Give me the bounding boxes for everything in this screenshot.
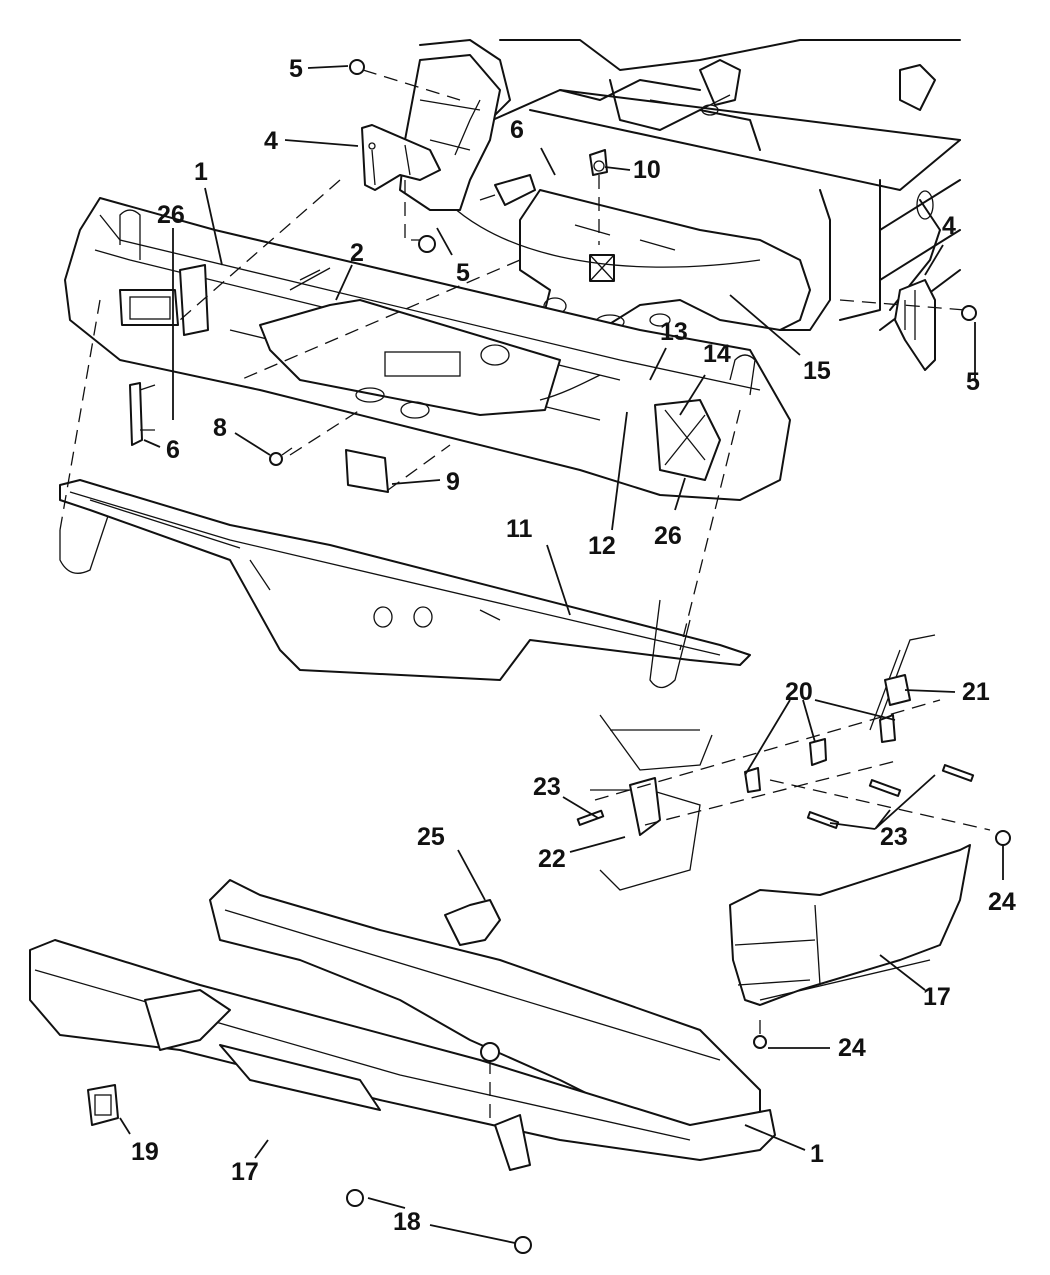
callout-22: 22 <box>538 845 566 873</box>
callout-15: 15 <box>803 357 831 385</box>
callout-labels: 5 4 6 10 1 26 2 5 4 13 14 15 5 8 6 9 12 … <box>131 55 1016 1236</box>
callout-2: 2 <box>350 239 364 267</box>
callout-19: 19 <box>131 1138 159 1166</box>
callout-5: 5 <box>289 55 303 83</box>
part-plate-9 <box>345 449 389 493</box>
callout-14: 14 <box>703 340 731 368</box>
callout-26: 26 <box>654 522 682 550</box>
callout-20: 20 <box>785 678 813 706</box>
callout-26: 26 <box>157 201 185 229</box>
bumper-end-ghost-left <box>119 209 141 260</box>
callout-24: 24 <box>838 1034 866 1062</box>
callout-6: 6 <box>166 436 180 464</box>
callout-11: 11 <box>506 515 533 543</box>
callout-5: 5 <box>456 259 470 287</box>
callout-25: 25 <box>417 823 445 851</box>
callout-13: 13 <box>660 318 688 346</box>
vehicle-frame <box>399 39 961 331</box>
callout-8: 8 <box>213 414 227 442</box>
callout-12: 12 <box>588 532 616 560</box>
bumper-end-ghost-left-lower <box>59 509 111 574</box>
callout-6: 6 <box>510 116 524 144</box>
callout-17: 17 <box>231 1158 259 1186</box>
part-nut-5-mid <box>418 235 436 253</box>
callout-1: 1 <box>810 1140 824 1168</box>
part-bracket-left <box>361 124 441 191</box>
part-nut-5-top <box>349 59 365 75</box>
callout-9: 9 <box>446 468 460 496</box>
part-bracket-6-top <box>479 174 536 206</box>
part-bolt-8 <box>269 447 293 466</box>
part-end-cap-right <box>729 830 1011 1049</box>
callout-1: 1 <box>194 158 208 186</box>
leader-lines <box>119 65 1004 1244</box>
callout-4: 4 <box>264 127 278 155</box>
part-bumper-lower-front <box>29 939 776 1254</box>
bumper-end-ghost-right-lower <box>649 599 691 689</box>
part-bumper-upper <box>64 197 791 501</box>
callout-10: 10 <box>633 156 661 184</box>
part-mount-assembly <box>576 634 975 891</box>
callout-18: 18 <box>393 1208 421 1236</box>
callout-5: 5 <box>966 368 980 396</box>
part-bracket-25 <box>444 899 501 946</box>
callout-4: 4 <box>942 212 956 240</box>
callout-24: 24 <box>988 888 1016 916</box>
callout-21: 21 <box>962 678 990 706</box>
callout-23: 23 <box>880 823 908 851</box>
part-bracket-right <box>894 279 936 371</box>
part-bracket-6-lower <box>129 382 156 446</box>
callout-23: 23 <box>533 773 561 801</box>
bumper-end-ghost-right <box>729 354 756 396</box>
callout-17: 17 <box>923 983 951 1011</box>
part-step-pad <box>59 479 751 681</box>
part-nut-10 <box>589 149 608 176</box>
part-nut-5-right <box>961 305 977 321</box>
